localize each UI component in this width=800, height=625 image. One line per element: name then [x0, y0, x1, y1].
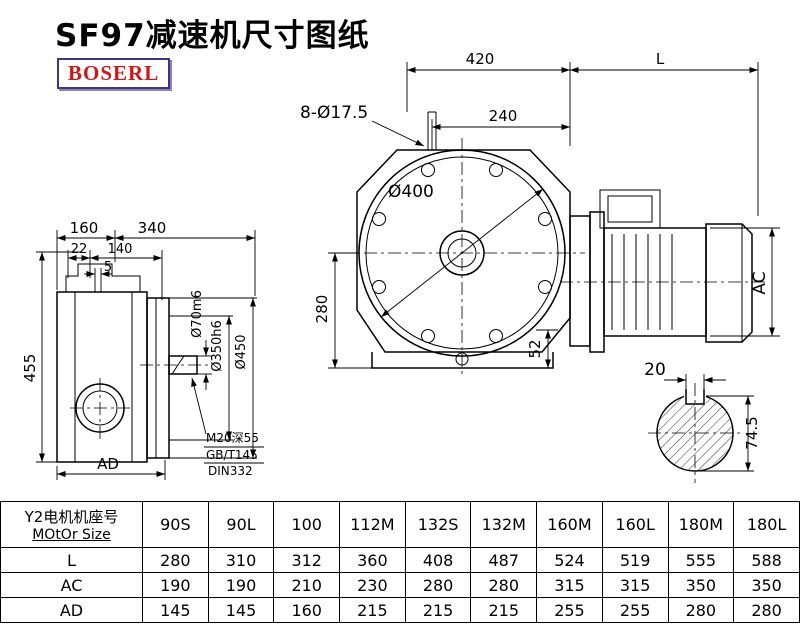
size-col-header: 132S [404, 501, 472, 548]
dim-5: 5 [104, 260, 112, 275]
table-row-AD: AD 145 145 160 215 215 215 255 255 280 2… [0, 597, 800, 623]
dim-160: 160 [70, 219, 99, 237]
cell: 519 [601, 547, 669, 573]
dia-70m6: Ø70m6 [190, 290, 205, 338]
size-col-header: 132M [470, 501, 538, 548]
size-col-header: 180L [733, 501, 800, 548]
cell: 215 [470, 597, 538, 623]
bell-housing [569, 215, 591, 347]
dim-280: 280 [313, 295, 331, 324]
cell: 315 [536, 572, 603, 598]
size-col-header: 90L [207, 501, 275, 548]
size-col-header: 160L [601, 501, 669, 548]
cell: 350 [667, 572, 735, 598]
tap-note-line1: M20深55 [206, 431, 259, 445]
dia-350h6: Ø350h6 [210, 320, 225, 372]
technical-drawing: 420 L 240 8-Ø17.5 Ø400 280 52 [21, 50, 780, 483]
dim-240: 240 [489, 107, 518, 125]
boserl-logo: BOSERL [57, 58, 171, 89]
table-row-L: L 280 310 312 360 408 487 524 519 555 58… [0, 547, 800, 573]
cell: 555 [667, 547, 735, 573]
size-col-header: 160M [536, 501, 603, 548]
cell: 255 [536, 597, 603, 623]
dim-AD: AD [97, 455, 119, 473]
tapped-hole-lines [427, 111, 437, 150]
cell: 160 [273, 597, 341, 623]
cell: 190 [142, 572, 209, 598]
dim-455: 455 [21, 354, 39, 383]
cell: 312 [273, 547, 341, 573]
terminal-box [599, 189, 661, 229]
dim-420: 420 [466, 50, 495, 68]
cell: 487 [470, 547, 538, 573]
cell: 524 [536, 547, 603, 573]
cell: 315 [601, 572, 669, 598]
dim-22: 22 [71, 242, 88, 257]
header-line1: Y2电机机座号 [24, 508, 119, 526]
cell: 588 [733, 547, 800, 573]
shaft-section [648, 383, 742, 483]
stator-lines [611, 234, 673, 330]
cell: 350 [733, 572, 800, 598]
boserl-logo-text: BOSERL [68, 61, 160, 85]
cell: 215 [339, 597, 406, 623]
motor-view [560, 189, 766, 353]
terminal-box-lid [607, 195, 653, 223]
cell: 408 [404, 547, 472, 573]
dim-340: 340 [138, 219, 167, 237]
keyway-notch [685, 389, 705, 405]
diameter-leader-line [380, 188, 544, 318]
cell: 210 [273, 572, 341, 598]
dim-L: L [656, 50, 665, 68]
fan-cowl [705, 223, 753, 343]
cell: 145 [207, 597, 275, 623]
dia-450: Ø450 [234, 334, 249, 369]
cell: 280 [667, 597, 735, 623]
dim-AC: AC [750, 271, 770, 294]
tap-note-line3: DIN332 [208, 464, 253, 478]
dimensions: 420 L 240 8-Ø17.5 Ø400 280 52 [21, 50, 780, 480]
cell: 280 [404, 572, 472, 598]
row-label: AD [0, 597, 143, 623]
gear-housing [56, 291, 148, 463]
input-flange [146, 297, 170, 459]
motor-dimension-table: Y2电机机座号 MOtOr Size 90S 90L 100 112M 132S… [0, 501, 800, 623]
cell: 145 [142, 597, 209, 623]
size-col-header: 180M [667, 501, 735, 548]
cell: 280 [470, 572, 538, 598]
size-col-header: 112M [339, 501, 406, 548]
dim-74-5: 74.5 [743, 416, 761, 449]
motor-size-header-cell: Y2电机机座号 MOtOr Size [0, 501, 143, 548]
side-view [56, 263, 212, 463]
cell: 215 [404, 597, 472, 623]
dim-52: 52 [526, 339, 544, 358]
row-label: L [0, 547, 143, 573]
size-col-header: 100 [273, 501, 341, 548]
dia-400-label: Ø400 [388, 182, 434, 202]
page-title: SF97减速机尺寸图纸 [55, 18, 370, 54]
size-col-header: 90S [142, 501, 209, 548]
cell: 280 [733, 597, 800, 623]
cell: 230 [339, 572, 406, 598]
cell: 310 [207, 547, 275, 573]
table-header-row: Y2电机机座号 MOtOr Size 90S 90L 100 112M 132S… [0, 501, 800, 548]
header-line2: MOtOr Size [32, 527, 111, 543]
tap-note-line2: GB/T145 [206, 448, 258, 462]
bolt-holes-label: 8-Ø17.5 [300, 103, 368, 123]
cell: 190 [207, 572, 275, 598]
row-label: AC [0, 572, 143, 598]
table-row-AC: AC 190 190 210 230 280 280 315 315 350 3… [0, 572, 800, 598]
dim-140: 140 [108, 242, 133, 257]
cell: 255 [601, 597, 669, 623]
cell: 280 [142, 547, 209, 573]
dim-20: 20 [644, 360, 666, 380]
cell: 360 [339, 547, 406, 573]
